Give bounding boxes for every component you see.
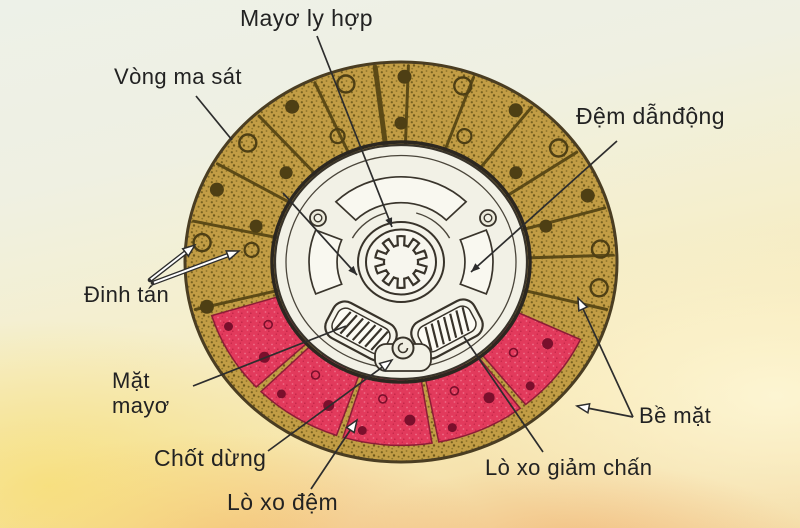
- label-damper-spring: Lò xo giảm chấn: [485, 455, 653, 480]
- label-clutch-hub: Mayơ ly hợp: [240, 5, 373, 31]
- label-cushion-spring: Lò xo đệm: [227, 489, 338, 515]
- label-rivets: Đinh tán: [84, 282, 170, 307]
- label-drive-washer: Đệm dẫnđộng: [576, 103, 725, 129]
- label-stop-pin: Chốt dừng: [154, 445, 267, 471]
- label-hub-face: Mặt mayơ: [112, 368, 170, 418]
- label-surface: Bề mặt: [639, 403, 712, 428]
- label-friction-ring: Vòng ma sát: [114, 64, 242, 89]
